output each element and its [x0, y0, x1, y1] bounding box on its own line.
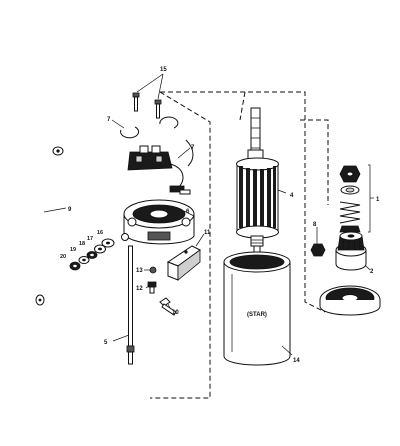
brush-holder: [127, 139, 194, 195]
callout-16: 16: [97, 230, 103, 236]
cover-screws: [132, 92, 162, 119]
armature: [236, 107, 279, 253]
callout-11: 11: [204, 230, 211, 236]
drive-gear: [335, 231, 367, 271]
callout-10: 10: [172, 310, 179, 316]
callout-2: 2: [370, 269, 374, 275]
callout-17: 17: [87, 236, 93, 242]
through-bolts: [126, 245, 135, 365]
callout-14: 14: [293, 358, 300, 364]
callout-4: 4: [290, 193, 294, 199]
mounting-bracket: [166, 245, 201, 281]
callout-15: 15: [160, 67, 167, 73]
callout-1: 1: [376, 197, 380, 203]
callout-labels: 1 2 4 5 6 7 7 8 9 10 11 12 13 14 15 16 1…: [60, 67, 380, 364]
drive-end-plate: [319, 285, 381, 316]
retaining-rings: [120, 116, 179, 139]
callout-7-upper: 7: [107, 117, 111, 123]
armature-windings: [239, 166, 276, 231]
alignment-guides: [150, 91, 329, 399]
drive-components: [339, 165, 361, 233]
callout-18: 18: [79, 241, 85, 247]
callout-9: 9: [68, 207, 72, 213]
terminal-hardware: [69, 238, 115, 271]
callout-12: 12: [136, 286, 143, 292]
small-fasteners: [147, 266, 177, 316]
callout-8: 8: [313, 222, 317, 228]
leader-lines: [43, 73, 374, 356]
callout-20: 20: [60, 254, 66, 260]
drive-nut: [310, 243, 326, 257]
callout-19: 19: [70, 247, 76, 253]
callout-5: 5: [104, 340, 108, 346]
commutator-end-cap: [121, 199, 195, 245]
callout-6: 6: [186, 209, 190, 215]
battery-cable: [32, 146, 64, 306]
callout-7-lower: 7: [191, 145, 195, 151]
callout-13: 13: [136, 268, 143, 274]
field-housing: (STAR): [223, 251, 291, 366]
housing-label: (STAR): [247, 312, 267, 318]
